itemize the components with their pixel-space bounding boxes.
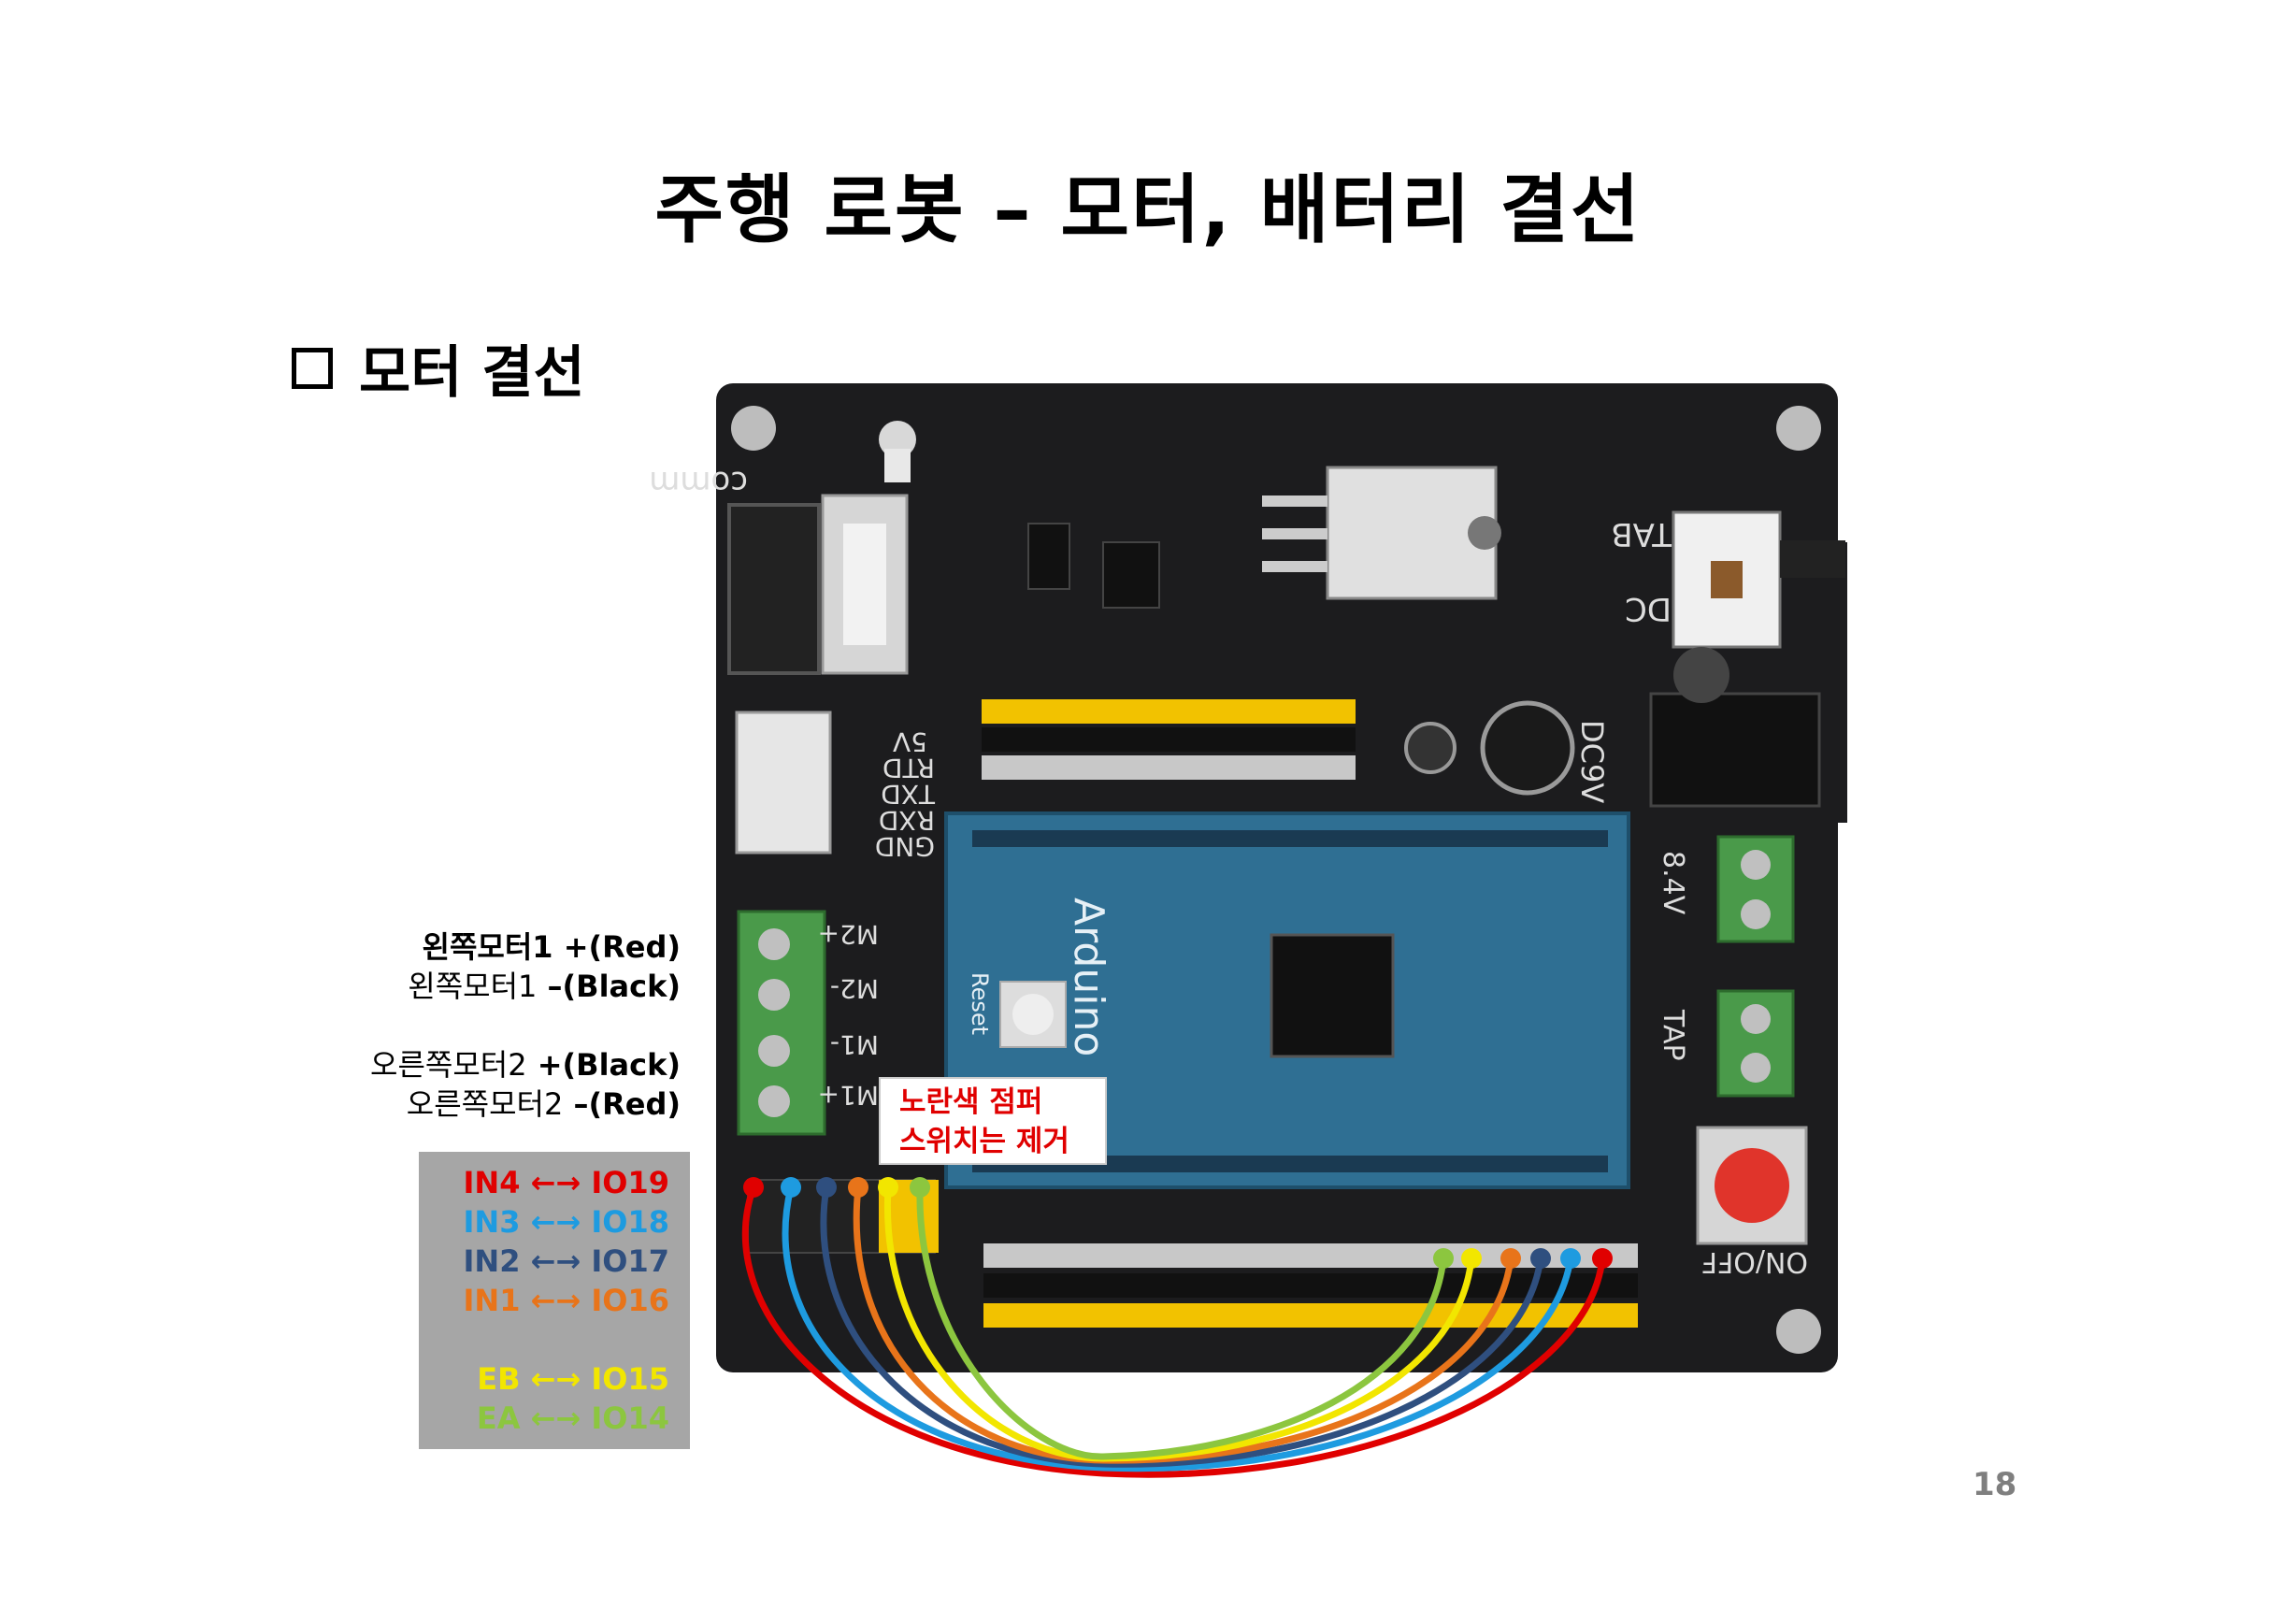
mount-hole	[731, 406, 776, 451]
silk-tap: TAP	[1657, 1009, 1689, 1061]
microcontroller-chip	[1270, 933, 1395, 1058]
bottom-header-pins	[983, 1243, 1638, 1328]
serial-connector	[735, 711, 832, 855]
motor-label-left-minus: 왼쪽모터1 –(Black)	[408, 963, 681, 1006]
section-heading: 모터 결선	[292, 327, 585, 409]
silk-dc9v: DC9V	[1574, 720, 1610, 803]
motor-label-name: 왼쪽모터1	[408, 969, 538, 1004]
pin-map-in2: IN2 ←→ IO17	[463, 1243, 670, 1279]
silk-m1p: M1+	[818, 1080, 879, 1111]
silk-reset: Reset	[967, 972, 993, 1035]
page-number: 18	[1973, 1466, 2017, 1503]
silk-dc: DC	[1625, 590, 1672, 627]
pin-map-in1: IN1 ←→ IO16	[463, 1283, 670, 1318]
silk-rxd: RXD	[879, 805, 935, 836]
jumper-note-line2: 스위치는 제거	[899, 1125, 1069, 1158]
silk-gnd: GND	[875, 831, 935, 862]
section-heading-text: 모터 결선	[359, 340, 585, 406]
motor-label-name: 오른쪽모터2	[406, 1086, 564, 1122]
silk-txd: TXD	[881, 779, 936, 810]
silk-84v: 8.4V	[1657, 851, 1689, 915]
motor-label-name: 왼쪽모터1	[422, 929, 553, 965]
silk-onoff: ON/OFF	[1701, 1245, 1808, 1278]
dc-jack	[1649, 692, 1821, 808]
silk-5v: 5V	[893, 726, 927, 757]
motor-label-pole: +(Black)	[526, 1047, 681, 1083]
tap-terminal	[1716, 989, 1795, 1098]
pin-map-in4: IN4 ←→ IO19	[463, 1165, 670, 1200]
jumper-removal-note: 노란색 점퍼 스위치는 제거	[879, 1077, 1107, 1165]
silk-m1n: M1-	[830, 1029, 879, 1060]
motor-label-right-plus: 오른쪽모터2 +(Black)	[370, 1041, 681, 1084]
silk-m2p: M2+	[818, 919, 879, 950]
pin-map-in3: IN3 ←→ IO18	[463, 1204, 670, 1240]
comm-block	[727, 503, 821, 675]
motor-label-pole: –(Red)	[563, 1086, 682, 1122]
silk-arduino: Arduino	[1065, 898, 1112, 1056]
motor-label-name: 오른쪽모터2	[370, 1047, 527, 1083]
wire-ends	[743, 1177, 1613, 1269]
motor-label-left-plus: 왼쪽모터1 +(Red)	[423, 924, 681, 967]
silk-rtd: RTD	[883, 753, 935, 783]
pin-map-ea: EA ←→ IO14	[476, 1400, 669, 1436]
jumper-wires	[741, 1184, 1606, 1478]
silk-m2n: M2-	[830, 973, 879, 1004]
silk-tab: TAB	[1611, 515, 1672, 553]
motor-label-pole: –(Black)	[537, 969, 681, 1004]
mount-hole	[1776, 406, 1821, 451]
red-button	[1715, 1148, 1789, 1223]
slide-title: 주행 로봇 – 모터, 배터리 결선	[654, 166, 1642, 253]
motor-terminals	[737, 910, 826, 1136]
checkbox-square-icon	[292, 347, 333, 389]
jumper-note-line1: 노란색 점퍼	[899, 1085, 1043, 1119]
battery-terminal	[1716, 835, 1795, 943]
pin-mapping-box: IN4 ←→ IO19 IN3 ←→ IO18 IN2 ←→ IO17 IN1 …	[419, 1152, 690, 1449]
silk-comm: comm	[649, 464, 748, 501]
motor-label-right-minus: 오른쪽모터2 –(Red)	[407, 1081, 681, 1124]
mount-hole	[1776, 1309, 1821, 1354]
motor-label-pole: +(Red)	[552, 929, 681, 965]
capacitor	[1480, 700, 1575, 796]
pin-map-eb: EB ←→ IO15	[477, 1361, 669, 1397]
top-header-pins	[982, 699, 1356, 780]
